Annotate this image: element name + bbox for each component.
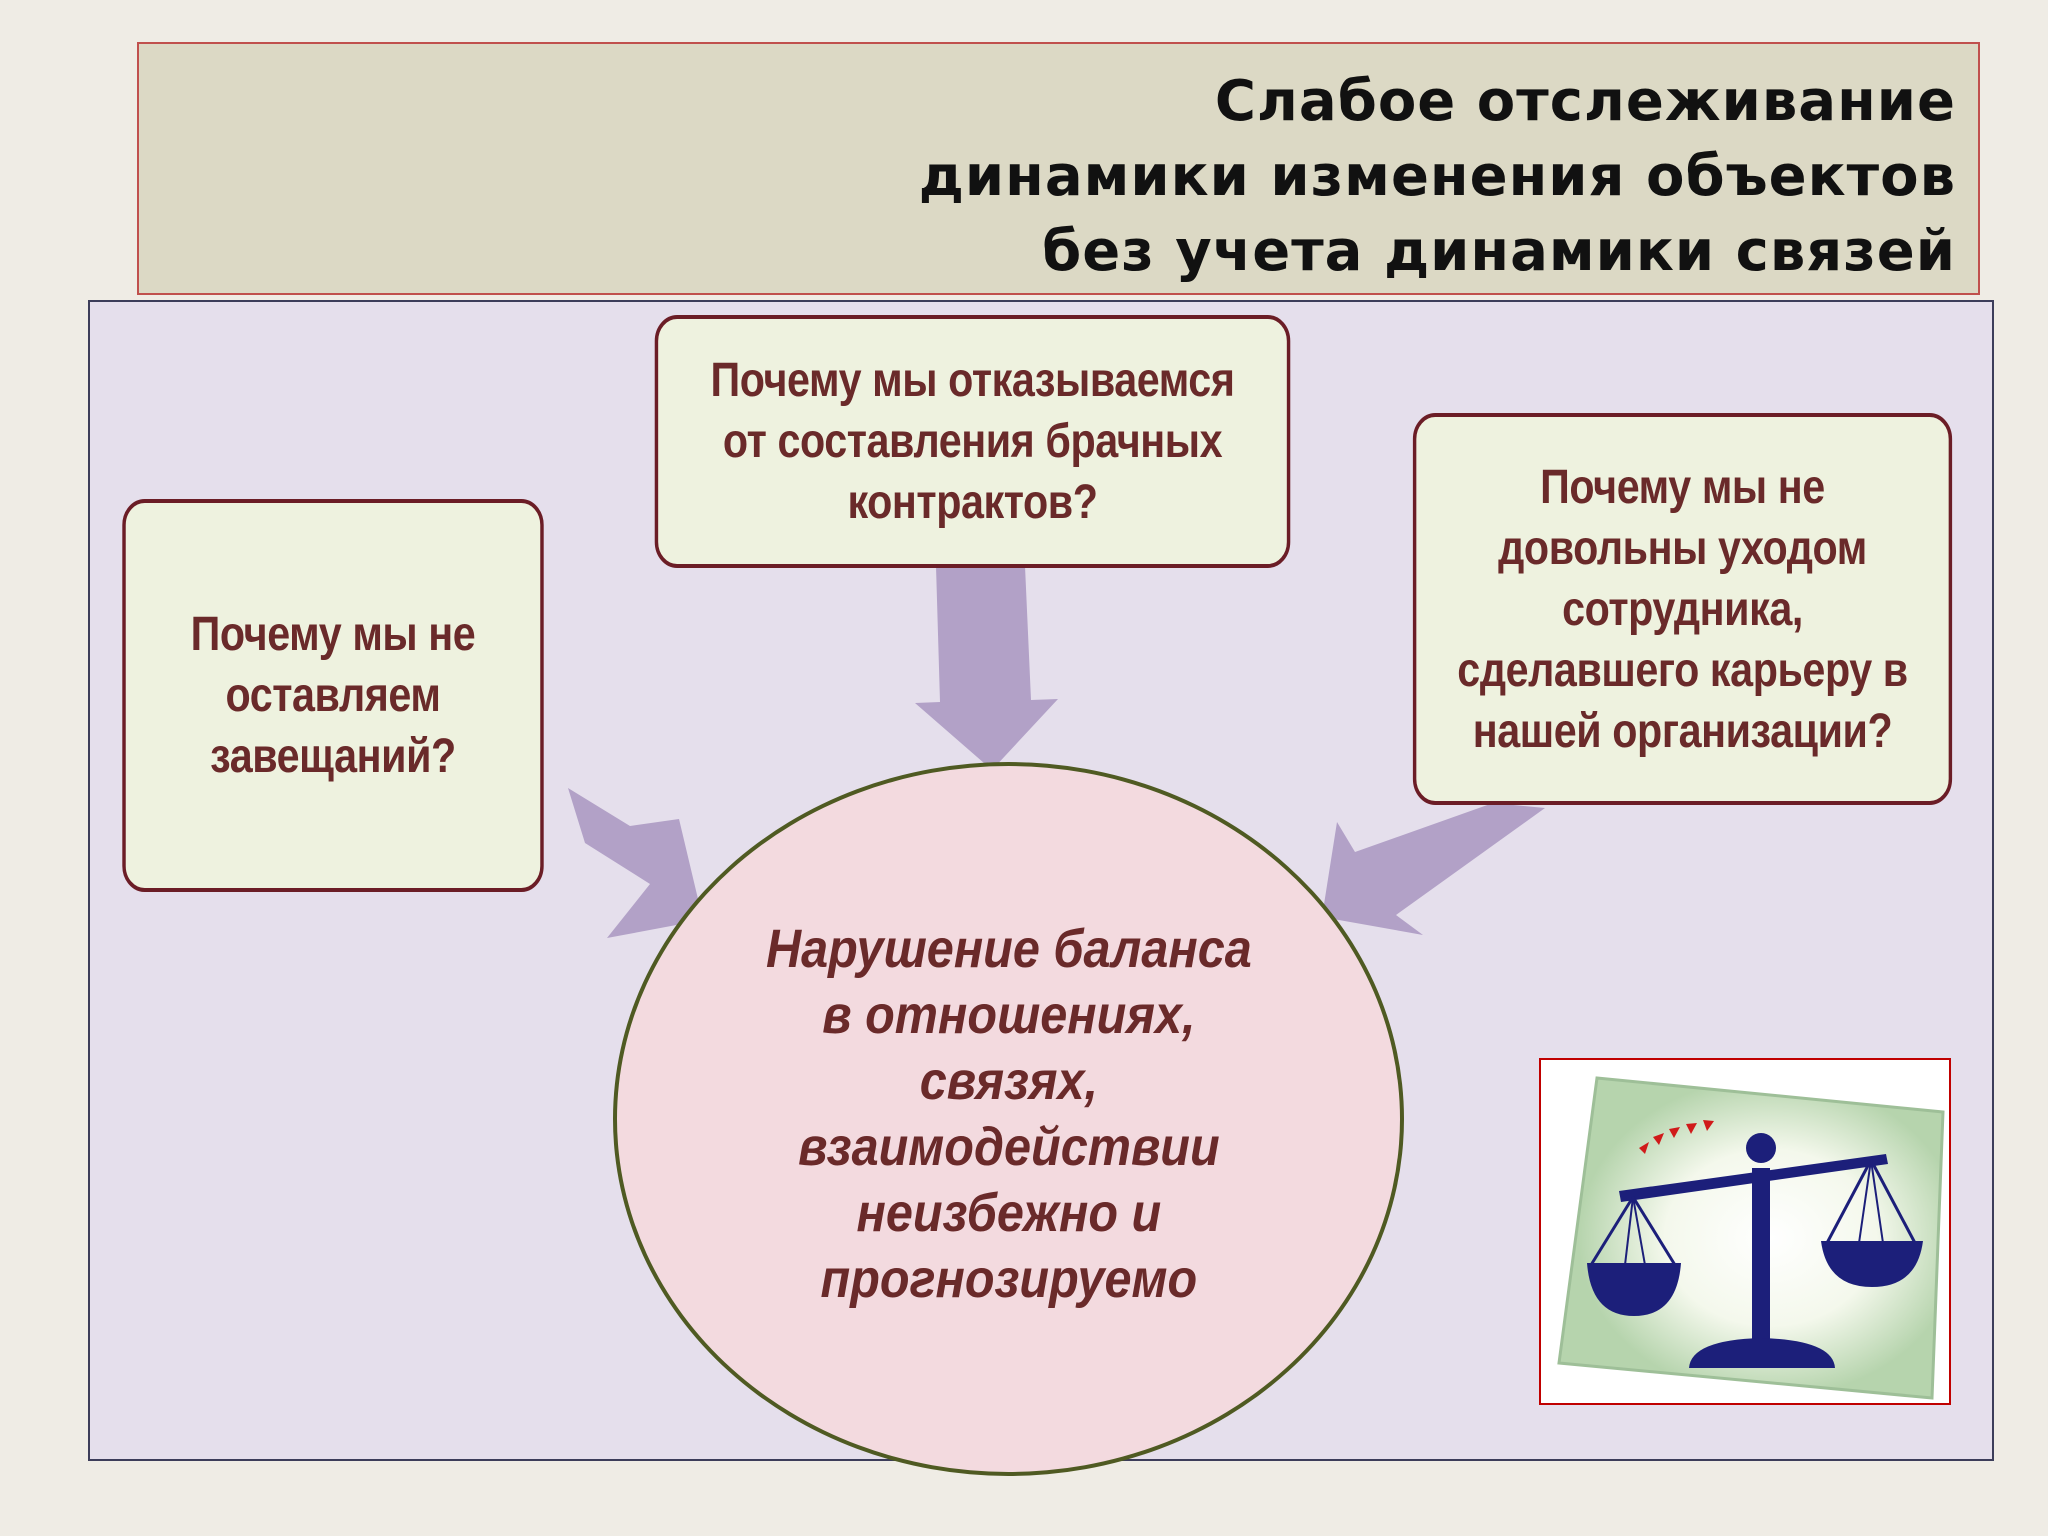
arrow-from-top xyxy=(915,566,1058,770)
question-text-marriage-contracts: Почему мы отказываемся от составления бр… xyxy=(710,354,1235,529)
balance-disruption-text: Нарушение баланса в отношениях, связях, … xyxy=(765,919,1252,1309)
arrow-from-right xyxy=(1322,803,1545,935)
arrow-from-left xyxy=(568,788,703,938)
scales-icon xyxy=(1551,1070,1949,1403)
title-line-1: Слабое отслеживание xyxy=(1214,69,1956,134)
question-box-employee-leaving: Почему мы не довольны уходом сотрудника,… xyxy=(1412,413,1953,805)
scales-picture xyxy=(1539,1058,1951,1405)
title-line-2: динамики изменения объектов xyxy=(918,144,1956,209)
balance-disruption-circle: Нарушение баланса в отношениях, связях, … xyxy=(613,762,1404,1476)
title-line-3: без учета динамики связей xyxy=(1042,219,1956,284)
question-box-marriage-contracts: Почему мы отказываемся от составления бр… xyxy=(654,315,1291,568)
question-text-wills: Почему мы не оставляем завещаний? xyxy=(190,608,476,783)
question-text-employee-leaving: Почему мы не довольны уходом сотрудника,… xyxy=(1457,460,1908,758)
question-box-wills: Почему мы не оставляем завещаний? xyxy=(122,499,544,892)
slide-title: Слабое отслеживание динамики изменения о… xyxy=(919,64,1956,289)
title-banner: Слабое отслеживание динамики изменения о… xyxy=(137,42,1980,295)
